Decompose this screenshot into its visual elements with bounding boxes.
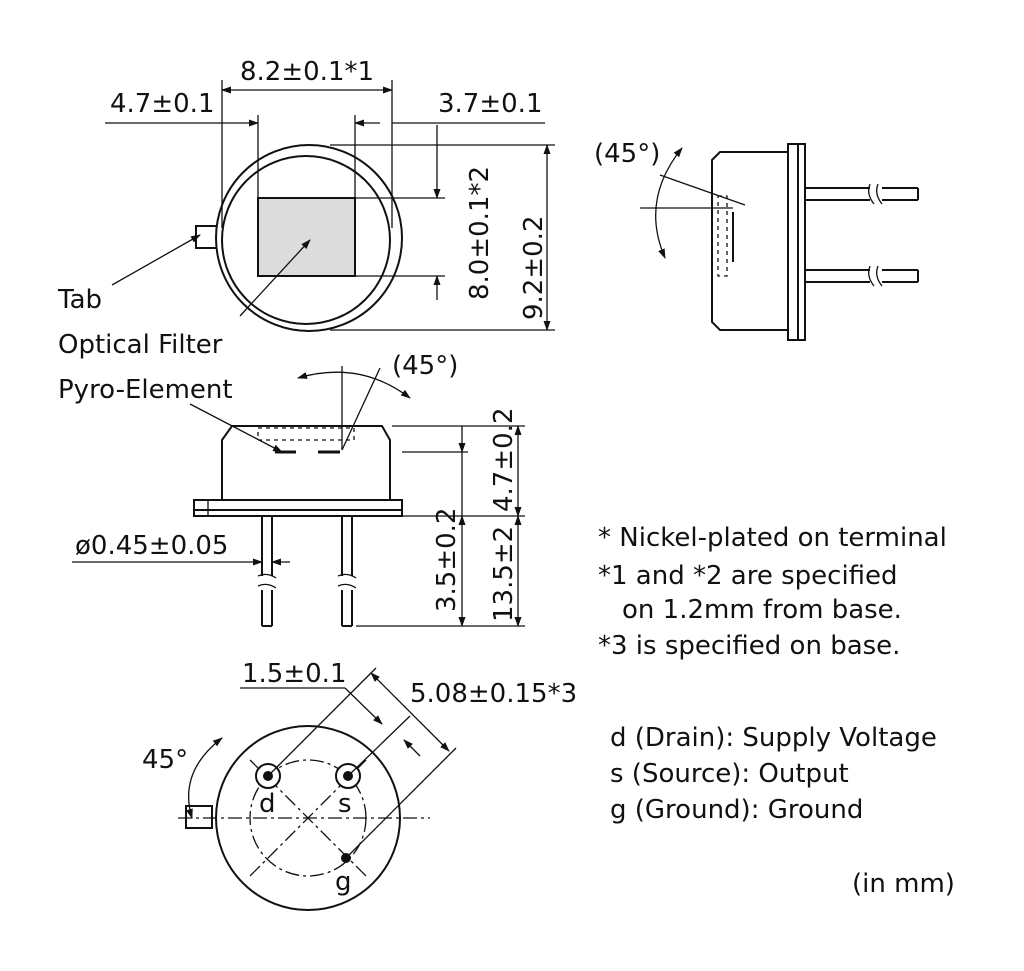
note-specified-2: on 1.2mm from base.	[622, 595, 902, 625]
pyro-leader	[189, 403, 283, 453]
bottom-angle-label: 45°	[142, 745, 188, 775]
cap-height-label: 4.7±0.2	[489, 408, 519, 512]
notes-block: * Nickel-plated on terminal *1 and *2 ar…	[598, 523, 947, 661]
note-specified-3: *3 is specified on base.	[598, 631, 900, 661]
dim-width-label: 8.2±0.1*1	[240, 57, 374, 87]
front-angle-label: (45°)	[392, 351, 458, 381]
tab-leader	[111, 234, 201, 286]
lead-total-label: 13.5±2	[489, 526, 519, 622]
pin-diameter-label: ø0.45±0.05	[75, 531, 228, 561]
pin-legend: d (Drain): Supply Voltage s (Source): Ou…	[610, 723, 937, 825]
side-angle-label: (45°)	[594, 139, 660, 169]
legend-drain: d (Drain): Supply Voltage	[610, 723, 937, 753]
filter-leader	[239, 239, 311, 317]
optical-filter-label: Optical Filter	[58, 330, 223, 360]
dim-right-label: 3.7±0.1	[438, 89, 542, 119]
side-view-right: (45°)	[594, 139, 919, 341]
front-flange	[193, 499, 403, 511]
note-nickel: * Nickel-plated on terminal	[598, 523, 947, 553]
tab-label: Tab	[57, 285, 102, 315]
cap-circle	[221, 155, 391, 325]
pin-g-label: g	[335, 867, 352, 897]
dim-filter-height-label: 8.0±0.1*2	[465, 166, 495, 300]
legend-source: s (Source): Output	[610, 759, 849, 789]
side-cap	[711, 151, 789, 331]
front-cap	[221, 425, 391, 501]
note-specified-1: *1 and *2 are specified	[598, 561, 898, 591]
top-view: 8.2±0.1*1 4.7±0.1 3.7±0.1 8.0±0.1*2 9.2±…	[57, 57, 555, 360]
legend-ground: g (Ground): Ground	[610, 795, 863, 825]
bottom-view: d s g 45° 1.5±0.1 5.08±0.15*3	[142, 659, 577, 911]
lead-short-label: 3.5±0.2	[432, 508, 462, 612]
unit-label: (in mm)	[852, 869, 955, 899]
pitch-dim-label: 5.08±0.15*3	[410, 679, 577, 709]
optical-filter	[257, 197, 356, 277]
offset-dim-label: 1.5±0.1	[242, 659, 346, 689]
dim-body-height-label: 9.2±0.2	[519, 216, 549, 320]
pin-d-label: d	[259, 789, 276, 819]
front-view: (45°) Pyro-Element ø0.45±0.05 4.7±0	[58, 351, 525, 627]
dim-left-label: 4.7±0.1	[110, 89, 214, 119]
pyro-element-label: Pyro-Element	[58, 375, 233, 405]
pin-s-label: s	[338, 789, 352, 819]
